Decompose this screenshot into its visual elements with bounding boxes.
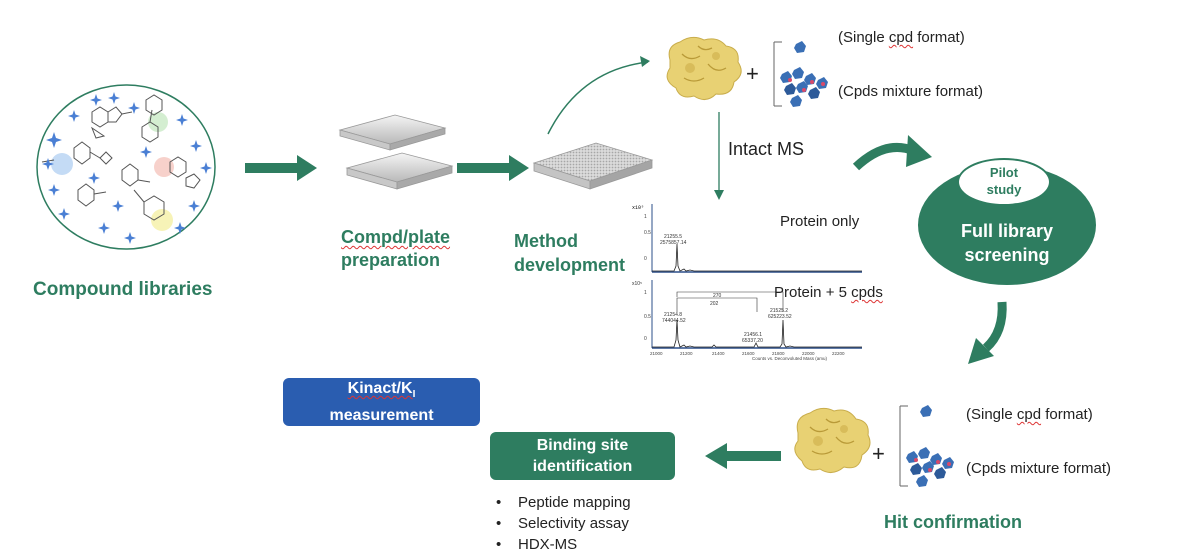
pilot-study-line1: Pilot bbox=[989, 165, 1019, 180]
binding-site-line2: identification bbox=[532, 458, 633, 475]
single-cpd-icon-bottom bbox=[920, 405, 932, 417]
plate-prep-label: Compd/plate preparation bbox=[341, 226, 450, 272]
bottom-peak-b-label-2: 65337.20 bbox=[742, 338, 763, 344]
kinact-line1: Kinact/KI bbox=[348, 378, 416, 405]
binding-site-methods-list: Peptide mapping Selectivity assay HDX-MS bbox=[496, 492, 631, 555]
x-tick-6: 22200 bbox=[832, 351, 845, 356]
list-item: HDX-MS bbox=[496, 534, 631, 555]
mass-spectra-panel: x10⁵ 1 0.5 0 21255.5 2575857.14 x10⁵ 1 0.5 0… bbox=[632, 204, 862, 361]
arrow-to-binding-site bbox=[705, 443, 781, 469]
single-cpd-format-bottom: (Single cpd format) bbox=[966, 406, 1093, 423]
method-dev-label: Method development bbox=[514, 229, 625, 277]
svg-text:1: 1 bbox=[644, 214, 647, 220]
binding-site-identification-box: Binding site identification bbox=[490, 432, 675, 480]
plate-prep-label-line1: Compd/plate bbox=[341, 227, 451, 247]
svg-text:0.5: 0.5 bbox=[644, 314, 651, 320]
bracket-label-1: 270 bbox=[713, 293, 722, 299]
plus-sign-top: + bbox=[746, 61, 759, 86]
compound-library-circle bbox=[36, 84, 216, 250]
method-dev-label-line1: Method bbox=[514, 231, 578, 251]
top-spectrum-scale: x10⁵ bbox=[632, 205, 644, 211]
full-library-line2: screening bbox=[964, 245, 1050, 265]
plus-sign-bottom: + bbox=[872, 441, 885, 466]
protein-structure-image-top bbox=[666, 36, 742, 100]
svg-text:0.5: 0.5 bbox=[644, 230, 651, 236]
list-item: Selectivity assay bbox=[496, 513, 631, 534]
kinact-label-main: Kinact/K bbox=[347, 379, 413, 397]
compound-bracket-top bbox=[773, 41, 828, 107]
kinact-measurement-box: Kinact/KI measurement bbox=[283, 378, 480, 426]
bottom-peak-b-label-1: 21456.1 bbox=[744, 332, 762, 338]
bracket-label-2: 202 bbox=[710, 301, 719, 307]
compound-plates-image bbox=[338, 114, 454, 190]
plate-prep-label-line2: preparation bbox=[341, 250, 441, 270]
bottom-peak-a-label-2: 744044.52 bbox=[662, 318, 686, 324]
pilot-study-ellipse bbox=[957, 158, 1051, 206]
protein-only-label: Protein only bbox=[780, 213, 860, 230]
top-peak-label-1: 21255.5 bbox=[664, 234, 682, 240]
pilot-study-label: Pilot study bbox=[957, 164, 1051, 198]
svg-text:1: 1 bbox=[644, 290, 647, 296]
protein-structure-image-bottom bbox=[794, 407, 871, 473]
x-tick-0: 21000 bbox=[650, 351, 663, 356]
curved-arrow-to-protein bbox=[547, 56, 650, 135]
compound-bracket-bottom bbox=[899, 405, 954, 487]
hit-confirmation-label: Hit confirmation bbox=[884, 512, 1022, 532]
svg-text:0: 0 bbox=[644, 256, 647, 262]
cpd-mixture-icon-top bbox=[780, 67, 828, 107]
compound-libraries-label: Compound libraries bbox=[33, 279, 213, 300]
bottom-spectrum-scale: x10⁵ bbox=[632, 281, 642, 287]
protein-plus-cpds-label: Protein + 5 cpds bbox=[774, 284, 883, 301]
full-library-screening-label: Full library screening bbox=[918, 219, 1096, 267]
assay-plate-image bbox=[532, 142, 654, 190]
intact-ms-arrow bbox=[714, 112, 724, 200]
svg-text:0: 0 bbox=[644, 336, 647, 342]
list-item: Peptide mapping bbox=[496, 492, 631, 513]
arrow-to-plate-prep bbox=[245, 155, 317, 181]
single-cpd-format-top: (Single cpd format) bbox=[838, 29, 965, 46]
full-library-line1: Full library bbox=[960, 221, 1054, 241]
x-tick-4: 21800 bbox=[772, 351, 785, 356]
spectra-x-axis-title: Counts vs. Deconvoluted Mass (amu) bbox=[752, 356, 828, 361]
x-tick-1: 21200 bbox=[680, 351, 693, 356]
bottom-spectrum-trace bbox=[652, 319, 862, 348]
x-tick-5: 22000 bbox=[802, 351, 815, 356]
top-spectrum-trace bbox=[652, 243, 862, 272]
single-cpd-icon-top bbox=[794, 41, 806, 53]
kinact-line2: measurement bbox=[329, 407, 434, 425]
arrow-to-method-dev bbox=[457, 155, 529, 181]
intact-ms-label: Intact MS bbox=[728, 139, 805, 159]
bottom-peak-c-label-2: 625223.52 bbox=[768, 314, 792, 320]
top-peak-label-2: 2575857.14 bbox=[660, 240, 687, 246]
curved-arrow-to-screening bbox=[852, 135, 932, 171]
method-dev-label-line2: development bbox=[514, 255, 626, 275]
curved-arrow-to-hit-confirmation bbox=[968, 301, 1007, 364]
binding-site-line1: Binding site bbox=[536, 437, 629, 454]
bottom-peak-a-label-1: 21254.8 bbox=[664, 312, 682, 318]
x-tick-3: 21600 bbox=[742, 351, 755, 356]
bottom-peak-c-label-1: 21525.2 bbox=[770, 308, 788, 314]
cpd-mixture-format-top: (Cpds mixture format) bbox=[838, 83, 984, 100]
pilot-study-line2: study bbox=[986, 182, 1022, 197]
cpd-mixture-format-bottom: (Cpds mixture format) bbox=[966, 460, 1112, 477]
x-tick-2: 21400 bbox=[712, 351, 725, 356]
cpd-mixture-icon-bottom bbox=[906, 447, 954, 487]
kinact-label-sub: I bbox=[412, 389, 416, 401]
